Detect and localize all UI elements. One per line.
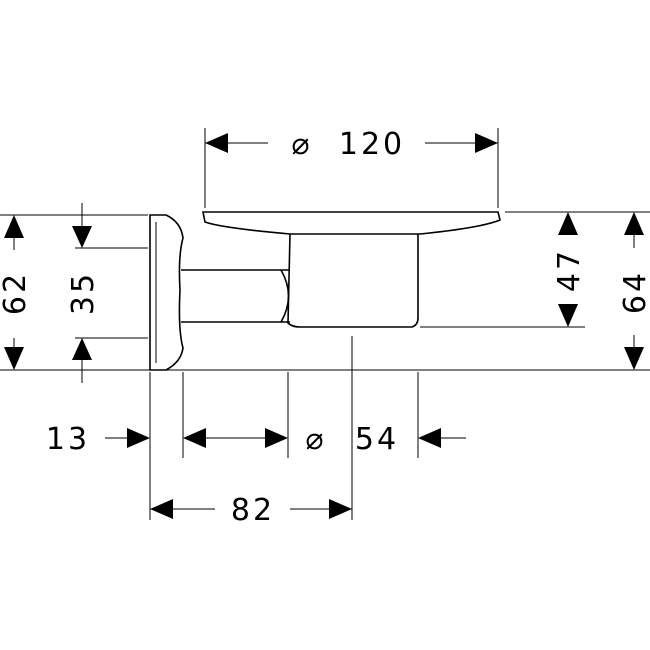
- dim-dish-height-label: 64: [618, 270, 650, 314]
- dim-cup-height: 47: [552, 212, 587, 327]
- dim-flange-height-label: 35: [66, 271, 101, 315]
- dim-total-height-label: 62: [0, 271, 33, 315]
- soap-dish-outline: [149, 211, 501, 371]
- dim-projection-label: 82: [231, 493, 275, 528]
- dim-top-diameter-symbol: ⌀: [291, 127, 312, 162]
- dim-bottom-row: 13 ⌀ 54: [46, 422, 466, 457]
- dim-cup-diameter-label: 54: [355, 422, 399, 457]
- dish-plate: [202, 211, 501, 235]
- dim-projection: 82: [150, 493, 352, 528]
- dim-cup-diameter-symbol: ⌀: [305, 422, 326, 457]
- dim-cup-height-label: 47: [552, 248, 587, 292]
- dish-cup: [287, 233, 419, 328]
- dim-total-height: 62: [0, 215, 33, 370]
- dim-top-width: ⌀ 120: [205, 127, 498, 162]
- dim-dish-height: 64: [618, 212, 650, 370]
- wall-flange: [149, 214, 184, 371]
- extension-lines: [0, 128, 650, 520]
- dim-flange-depth-label: 13: [46, 422, 90, 457]
- dim-flange-height: 35: [66, 203, 101, 383]
- dim-top-width-label: 120: [339, 127, 405, 162]
- arm-joint: [280, 269, 290, 323]
